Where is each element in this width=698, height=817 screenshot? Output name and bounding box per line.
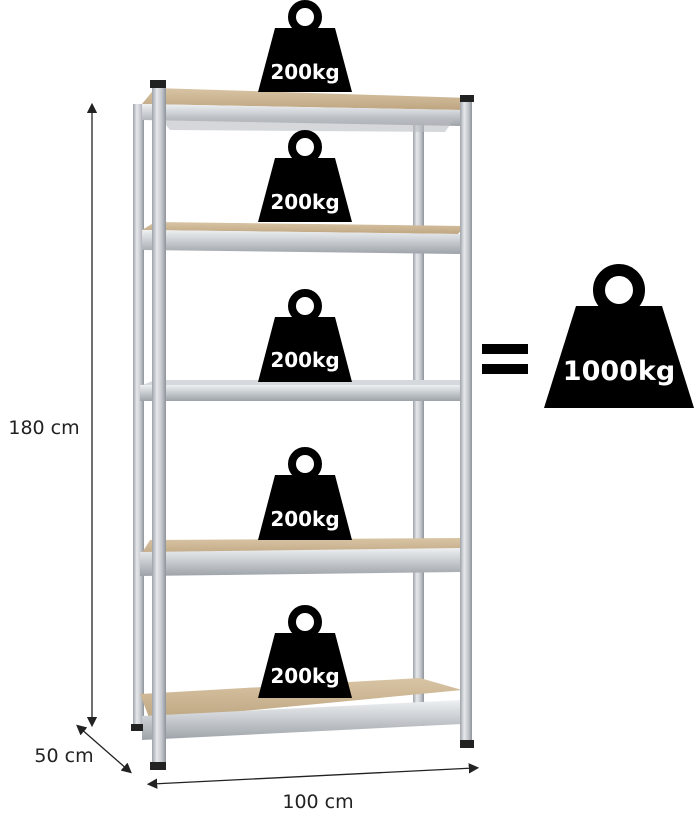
weight-icon-1: 200kg <box>258 0 352 92</box>
weight-label-1: 200kg <box>270 60 339 84</box>
height-label: 180 cm <box>8 417 79 439</box>
shelf-2 <box>142 222 465 254</box>
weight-icon-3: 200kg <box>258 289 352 382</box>
weight-label-2: 200kg <box>270 190 339 214</box>
dimensions: 180 cm 50 cm 100 cm <box>8 102 480 813</box>
total-weight-label: 1000kg <box>563 356 675 387</box>
weight-icon-5: 200kg <box>258 605 352 698</box>
weight-label-5: 200kg <box>270 664 339 688</box>
shelf-4 <box>140 538 462 576</box>
weight-icon-2: 200kg <box>258 130 352 222</box>
shelves <box>140 88 470 740</box>
width-dimension-line <box>146 763 480 789</box>
depth-dimension-line <box>76 724 132 774</box>
rear-uprights <box>133 104 424 726</box>
depth-label: 50 cm <box>34 745 93 767</box>
weight-label-4: 200kg <box>270 507 339 531</box>
shelf-3 <box>140 380 465 401</box>
weight-icon-4: 200kg <box>258 447 352 540</box>
total-weight-icon: 1000kg <box>544 264 694 408</box>
front-uprights <box>131 80 474 770</box>
shelf-5 <box>140 678 462 740</box>
equals-sign: = <box>482 344 528 374</box>
width-label: 100 cm <box>282 791 353 813</box>
shelf-1 <box>142 88 470 132</box>
weight-label-3: 200kg <box>270 348 339 372</box>
